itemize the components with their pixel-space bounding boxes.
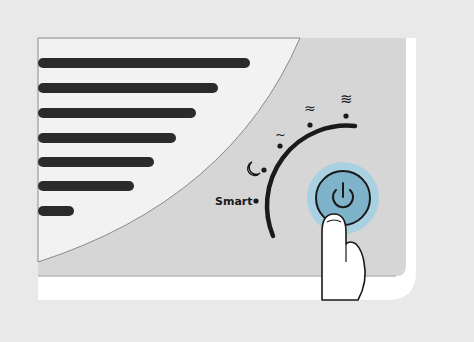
power-button — [316, 171, 370, 225]
power-symbol-line — [342, 183, 344, 197]
fingernail — [327, 220, 341, 222]
grille-panel — [38, 38, 300, 262]
speed-symbol: ≈ — [304, 101, 316, 115]
finger-crease — [345, 244, 346, 262]
vent-slots — [38, 58, 250, 216]
speed-symbol: ≋ — [340, 92, 353, 107]
control-panel — [38, 38, 406, 276]
housing-frame — [38, 38, 416, 300]
mode-label: Smart — [215, 196, 253, 207]
speed-symbol: ~ — [275, 128, 286, 141]
sleep-icon — [248, 162, 260, 175]
finger — [322, 214, 365, 300]
